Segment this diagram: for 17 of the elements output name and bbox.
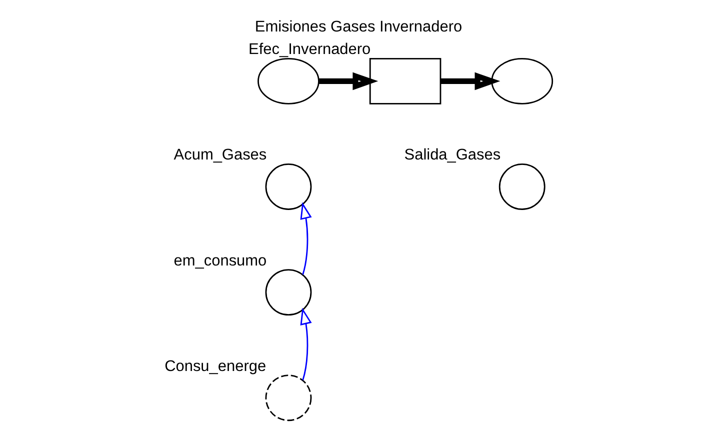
node-circle bbox=[498, 164, 546, 210]
node-circle bbox=[265, 374, 312, 422]
node-label: em_consumo bbox=[174, 252, 267, 270]
arrow bbox=[300, 202, 312, 275]
node-circle bbox=[265, 164, 312, 210]
arrow bbox=[300, 308, 312, 380]
arrow bbox=[440, 72, 500, 90]
node-label: Salida_Gases bbox=[404, 146, 501, 164]
node-label: Consu_energe bbox=[164, 358, 266, 375]
diagram-title: Emisiones Gases Invernadero bbox=[254, 18, 462, 36]
node-circle bbox=[265, 269, 312, 316]
node-label: Efec_Invernadero bbox=[248, 41, 371, 58]
node-box bbox=[369, 58, 442, 104]
node-cloud bbox=[491, 58, 554, 104]
arrow bbox=[319, 72, 378, 90]
node-label: Acum_Gases bbox=[174, 146, 267, 164]
node-cloud bbox=[258, 58, 320, 104]
